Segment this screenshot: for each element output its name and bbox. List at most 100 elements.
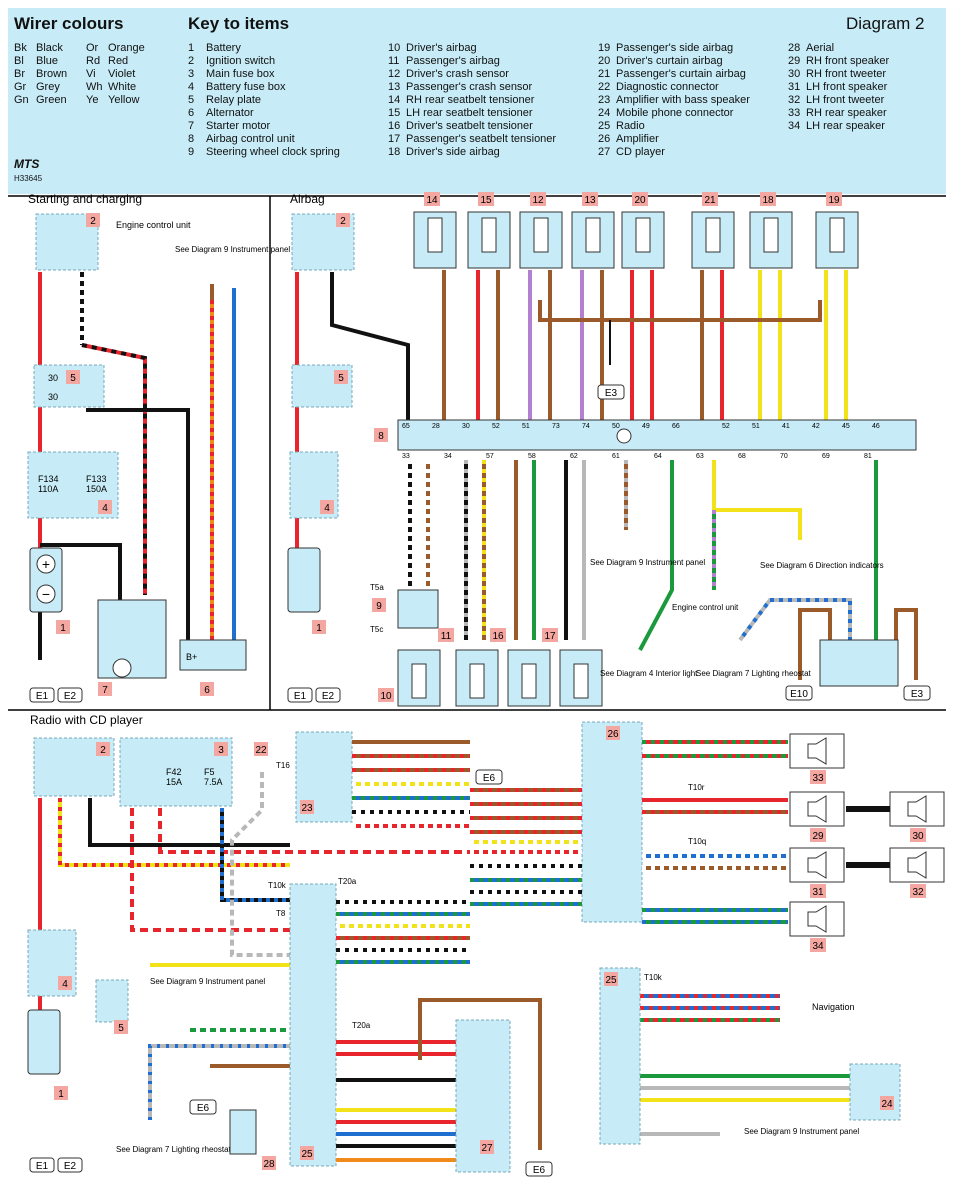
wire-colour-code: Ye — [86, 94, 99, 106]
key-item-number: 9 — [188, 146, 195, 158]
tag-23 — [300, 800, 314, 814]
earth-e1: E1 — [36, 691, 49, 702]
wire-grbl-hazard-stripe — [738, 598, 852, 650]
wire-colour-name: Yellow — [108, 94, 140, 106]
wire-br-hazard — [798, 608, 832, 680]
key-title: Key to items — [188, 14, 290, 33]
airbag-lower-wires — [408, 460, 918, 680]
key-item-label: Mobile phone connector — [616, 107, 734, 119]
airbag-squib — [829, 217, 845, 253]
airbag-tag-1 — [312, 620, 326, 634]
airbag-wire-bk — [330, 272, 410, 420]
airbag-bottom-squib — [411, 663, 427, 699]
airbag-component-tag — [424, 192, 440, 206]
starter-motor-symbol — [112, 658, 132, 678]
airbag-bottom-tag-text: 16 — [492, 631, 504, 642]
key-item-number: 22 — [598, 81, 611, 93]
key-item-number: 33 — [788, 107, 801, 119]
main-fuse-box — [119, 737, 233, 807]
airbag-tag-5-text: 5 — [338, 373, 344, 384]
earth-e10-box — [785, 685, 813, 701]
key-item-label: Driver's seatbelt tensioner — [406, 120, 533, 132]
radio-tag-1-text: 1 — [58, 1089, 64, 1100]
radio-wires — [336, 740, 850, 1162]
key-item-label: Aerial — [806, 42, 835, 54]
tag-28-text: 28 — [263, 1159, 275, 1170]
radio-unit-25 — [289, 883, 337, 1167]
airbag-component-tag-text: 14 — [426, 195, 438, 206]
ecu-bottom-pin: 57 — [486, 453, 494, 460]
tag-1-text: 1 — [60, 623, 66, 634]
earth-e2: E2 — [64, 691, 77, 702]
key-item-number: 20 — [598, 55, 611, 67]
tag-22 — [254, 742, 268, 756]
key-item-label: RH rear seatbelt tensioner — [406, 94, 535, 106]
tweeter-link-32 — [846, 862, 890, 868]
wire-colour-name: White — [108, 81, 137, 93]
key-item-label: Amplifier with bass speaker — [616, 94, 750, 106]
speaker-tag — [810, 828, 826, 842]
airbag-component-tag — [826, 192, 842, 206]
key-item-number: 12 — [388, 68, 401, 80]
diagram-label: Diagram 2 — [846, 14, 925, 33]
radio-tag-1 — [54, 1086, 68, 1100]
tag-5-text: 5 — [70, 373, 76, 384]
radio-25-nav — [599, 967, 641, 1145]
airbag-tag-4 — [320, 500, 334, 514]
key-item-number: 4 — [188, 81, 195, 93]
conn-t10q: T10q — [688, 837, 706, 846]
key-item-number: 19 — [598, 42, 611, 54]
wire-colour-entry: Ye Yellow — [86, 94, 158, 107]
see-d4: See Diagram 4 Interior light — [600, 669, 698, 678]
ecu-top-pin: 52 — [492, 423, 500, 430]
ecu-top-pin: 65 — [402, 423, 410, 430]
key-item-number: 32 — [788, 94, 801, 106]
speaker-icon — [907, 851, 927, 879]
tag-5 — [66, 370, 80, 384]
conn-t5c: T5c — [370, 625, 383, 634]
airbag-squib — [635, 217, 651, 253]
conn-t20a-radio: T20a — [338, 877, 357, 886]
key-item-label: Driver's curtain airbag — [616, 55, 723, 67]
airbag-component-tag-text: 12 — [532, 195, 544, 206]
tag-25-text: 25 — [301, 1149, 313, 1160]
key-item-number: 7 — [188, 120, 195, 132]
fuse-f133-label: F133 — [86, 474, 107, 484]
airbag-bottom-squib — [521, 663, 537, 699]
ecu-top-pin: 52 — [722, 423, 730, 430]
mts-logo: MTS — [14, 157, 40, 171]
key-item-label: Steering wheel clock spring — [206, 146, 340, 158]
speaker-icon — [807, 737, 827, 765]
wire-colour-code: Gn — [14, 94, 29, 106]
speaker-icon — [807, 851, 827, 879]
tag-2 — [86, 213, 100, 227]
airbag-bottom-tag-text: 11 — [441, 631, 452, 642]
conn-t5a: T5a — [370, 583, 384, 592]
wire-bkrd-stripe — [81, 343, 147, 595]
wire-gn-ecu — [638, 460, 674, 651]
radio-tag-5 — [114, 1020, 128, 1034]
key-item-label: Ignition switch — [206, 55, 276, 67]
airbag-bottom-tag-text: 10 — [380, 691, 392, 702]
key-item-number: 5 — [188, 94, 195, 106]
ecu-bottom-pin: 68 — [738, 453, 746, 460]
radio-battery — [27, 1009, 61, 1075]
radio-tag-4-text: 4 — [62, 979, 68, 990]
tag-8 — [374, 428, 388, 442]
airbag-tag-2 — [336, 213, 350, 227]
tag-26 — [606, 726, 620, 740]
tag-25 — [300, 1146, 314, 1160]
airbag-earth-e2-box — [315, 687, 341, 703]
